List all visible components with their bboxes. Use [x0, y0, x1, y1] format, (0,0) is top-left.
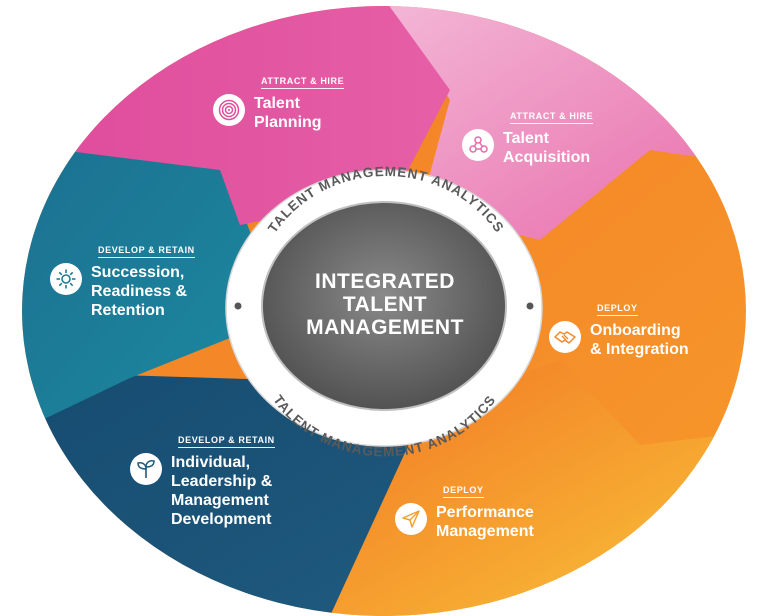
paper-plane-icon [395, 503, 427, 535]
segment-tag: DEPLOY [443, 485, 484, 498]
handshake-icon [549, 321, 581, 353]
concentric-circles-icon [213, 94, 245, 126]
segment-title: Talent Planning [254, 95, 322, 131]
segment-title: Talent Acquisition [503, 130, 591, 166]
segment-succession-shape [22, 140, 255, 440]
segment-tag: DEVELOP & RETAIN [178, 435, 275, 448]
segment-talent-planning: ATTRACT & HIRE Talent Planning [213, 71, 345, 132]
segment-tag: ATTRACT & HIRE [510, 111, 594, 124]
segment-tag: DEPLOY [597, 303, 638, 316]
center-disc [262, 202, 506, 410]
segment-title: Onboarding & Integration [590, 322, 689, 358]
ring-dot-right [526, 302, 534, 310]
segment-tag: ATTRACT & HIRE [261, 76, 345, 89]
sprout-icon [130, 453, 162, 485]
segment-performance: DEPLOY Performance Management [395, 480, 534, 541]
segment-succession: DEVELOP & RETAIN Succession, Readiness &… [50, 240, 195, 320]
segment-title: Individual, Leadership & Management Deve… [171, 454, 273, 528]
gear-sun-icon [50, 263, 82, 295]
segment-onboarding: DEPLOY Onboarding & Integration [549, 298, 689, 359]
segment-development: DEVELOP & RETAIN Individual, Leadership … [130, 430, 275, 529]
segment-title: Succession, Readiness & Retention [91, 264, 188, 319]
segment-talent-acquisition: ATTRACT & HIRE Talent Acquisition [462, 106, 594, 167]
ring-dot-left [234, 302, 242, 310]
center-title: INTEGRATED TALENT MANAGEMENT [306, 270, 464, 339]
network-nodes-icon [462, 129, 494, 161]
segment-title: Performance Management [436, 504, 534, 540]
segment-tag: DEVELOP & RETAIN [98, 245, 195, 258]
